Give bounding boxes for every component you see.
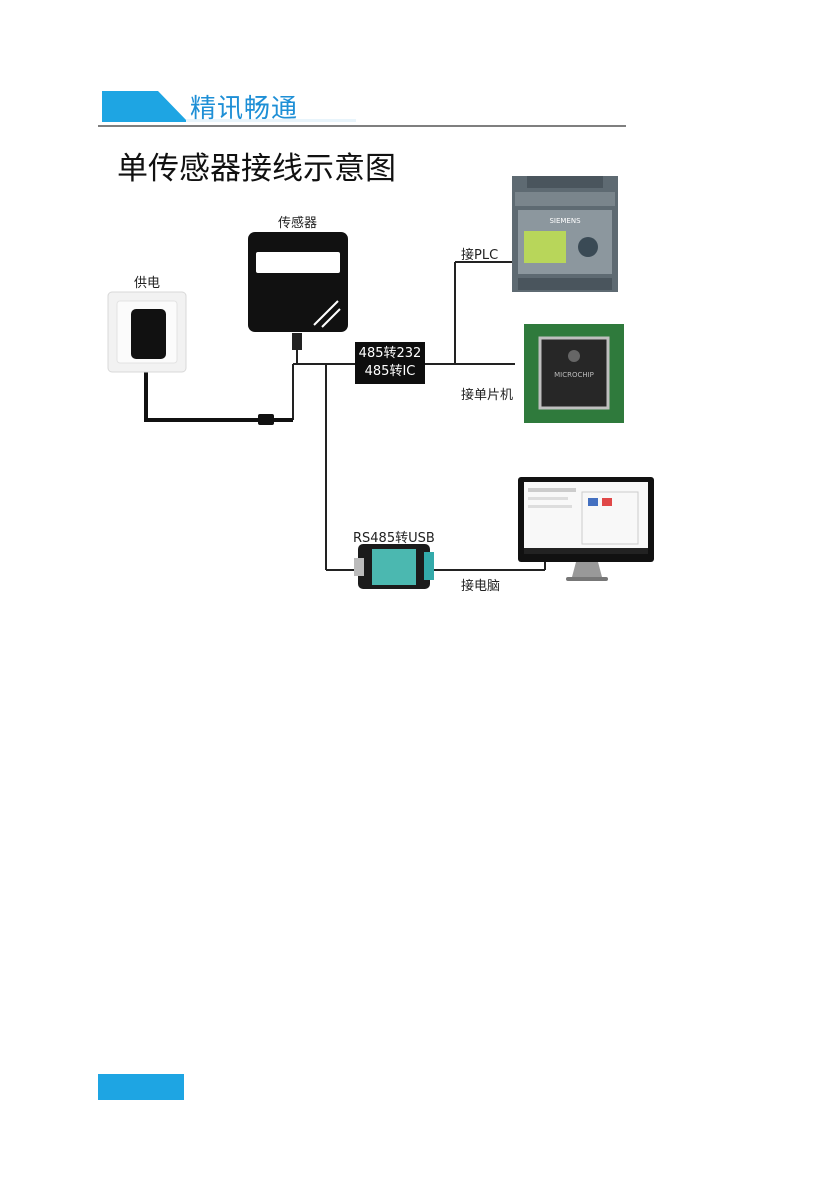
sensor-icon [248, 232, 348, 350]
plc-icon: SIEMENS [512, 176, 618, 292]
converter-label-ic: 485转IC [355, 362, 425, 381]
power-label: 供电 [134, 272, 160, 291]
converter-label-232: 485转232 [355, 344, 425, 363]
usb-converter-icon [354, 544, 434, 589]
power-socket-icon [108, 292, 186, 372]
plc-label: 接PLC [461, 244, 498, 263]
cable-connector [258, 414, 274, 425]
plc-brand-text: SIEMENS [549, 217, 581, 225]
usb-converter-label: RS485转USB [353, 527, 435, 546]
mcu-label: 接单片机 [461, 384, 513, 403]
mcu-chip-icon: MICROCHIP [524, 324, 624, 423]
footer-accent-bar [98, 1074, 184, 1100]
computer-monitor-icon [518, 477, 654, 581]
chip-brand-text: MICROCHIP [554, 371, 594, 379]
sensor-label: 传感器 [278, 212, 317, 231]
pc-label: 接电脑 [461, 575, 500, 594]
